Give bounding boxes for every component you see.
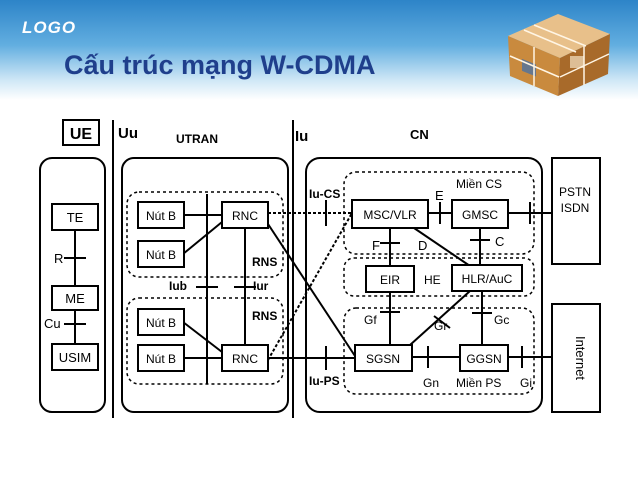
ue-domain — [39, 157, 106, 413]
label-mien-ps: Miền PS — [456, 376, 501, 390]
node-internet — [551, 303, 601, 413]
node-nutb-1-label: Nút B — [146, 209, 176, 223]
label-he: HE — [424, 273, 441, 287]
node-ggsn-label: GGSN — [466, 352, 501, 366]
section-iu: Iu — [295, 128, 308, 145]
label-d: D — [418, 238, 427, 253]
cube-graphic — [508, 14, 610, 96]
label-gn: Gn — [423, 376, 439, 390]
label-rns-bottom: RNS — [252, 309, 277, 323]
link-nutb2-rnc1 — [182, 221, 223, 255]
iu-ps-link-rnc1 — [267, 223, 356, 357]
label-r: R — [54, 251, 63, 266]
node-rnc-2 — [221, 344, 269, 372]
label-iu-cs: Iu-CS — [309, 187, 340, 201]
node-nutb-3-label: Nút B — [146, 316, 176, 330]
section-cn: CN — [410, 127, 429, 142]
node-sgsn-label: SGSN — [366, 352, 400, 366]
logo: LOGO — [22, 18, 77, 37]
cn-domain — [305, 157, 543, 413]
section-uu: Uu — [118, 125, 138, 142]
node-rnc-1-label: RNC — [232, 209, 258, 223]
node-nutb-4-label: Nút B — [146, 352, 176, 366]
label-gr: Gr — [434, 319, 447, 333]
node-nutb-3 — [137, 308, 185, 336]
node-te — [51, 203, 99, 231]
node-rnc-1 — [221, 201, 269, 229]
node-hlr-auc-label: HLR/AuC — [462, 272, 513, 286]
label-gf: Gf — [364, 313, 377, 327]
node-eir — [365, 265, 415, 293]
node-nutb-1 — [137, 201, 185, 229]
node-usim-label: USIM — [59, 350, 92, 365]
ps-domain-group — [343, 307, 535, 395]
node-nutb-2-label: Nút B — [146, 248, 176, 262]
label-e: E — [435, 188, 444, 203]
ue-label-box — [62, 119, 100, 146]
label-gi: Gi — [520, 376, 532, 390]
link-msc-hlr — [413, 227, 471, 267]
node-te-label: TE — [67, 210, 84, 225]
link-hlr-sgsn — [409, 290, 471, 346]
node-nutb-2 — [137, 240, 185, 268]
node-ggsn — [459, 344, 509, 372]
label-c: C — [495, 234, 504, 249]
node-msc-vlr-label: MSC/VLR — [363, 208, 417, 222]
link-nutb3-rnc2 — [182, 321, 223, 353]
section-ue: UE — [70, 126, 93, 143]
node-pstn-label: PSTN — [559, 185, 591, 199]
label-f: F — [372, 238, 380, 253]
node-rnc-2-label: RNC — [232, 352, 258, 366]
page-title: Cấu trúc mạng W-CDMA — [64, 50, 376, 80]
node-nutb-4 — [137, 344, 185, 372]
label-iub: Iub — [169, 279, 187, 293]
label-mien-cs: Miền CS — [456, 177, 502, 191]
node-usim — [51, 343, 99, 371]
label-iur: Iur — [253, 279, 269, 293]
label-iu-ps: Iu-PS — [309, 374, 340, 388]
node-internet-label: Internet — [573, 336, 588, 380]
node-gmsc — [451, 199, 509, 229]
section-utran: UTRAN — [176, 132, 218, 146]
rns-group-bottom — [126, 297, 284, 385]
utran-domain — [121, 157, 289, 413]
node-eir-label: EIR — [380, 273, 400, 287]
node-gmsc-label: GMSC — [462, 208, 498, 222]
node-hlr-auc — [451, 264, 523, 292]
iu-cs-link-rnc2 — [267, 212, 353, 361]
label-cu: Cu — [44, 316, 61, 331]
ref-gr-mark — [433, 315, 451, 329]
node-isdn-label: ISDN — [561, 201, 590, 215]
node-me — [51, 285, 99, 311]
node-sgsn — [354, 344, 413, 372]
rns-group-top — [126, 191, 284, 278]
label-rns-top: RNS — [252, 255, 277, 269]
label-gc: Gc — [494, 313, 509, 327]
he-group — [343, 257, 535, 297]
node-msc-vlr — [351, 199, 429, 229]
node-me-label: ME — [65, 291, 85, 306]
node-pstn-isdn — [551, 157, 601, 265]
